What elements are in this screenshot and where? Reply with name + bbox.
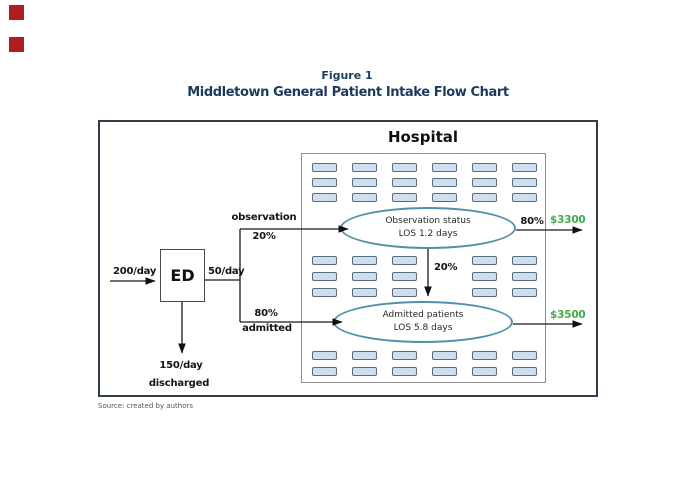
hospital-bed — [392, 272, 417, 281]
hospital-bed — [352, 163, 377, 172]
hospital-bed — [312, 193, 337, 202]
hospital-bed — [312, 367, 337, 376]
hospital-bed — [472, 272, 497, 281]
observation-outcome-pct: 80% — [520, 216, 544, 227]
hospital-bed — [512, 193, 537, 202]
hospital-bed — [472, 193, 497, 202]
hospital-bed — [472, 367, 497, 376]
ed-box: ED — [160, 249, 205, 302]
hospital-bed — [392, 367, 417, 376]
admitted-node-line1: Admitted patients — [382, 310, 464, 320]
hospital-bed — [352, 288, 377, 297]
inflow-label: 200/day — [113, 266, 157, 277]
hospital-bed — [352, 256, 377, 265]
admitted-patients-node: Admitted patients LOS 5.8 days — [333, 301, 513, 343]
observation-node-line2: LOS 1.2 days — [398, 229, 458, 239]
hospital-bed — [512, 256, 537, 265]
hospital-bed — [432, 367, 457, 376]
outflow-label: 50/day — [208, 266, 245, 277]
hospital-bed — [512, 272, 537, 281]
red-marker-top — [9, 5, 24, 20]
hospital-bed — [352, 193, 377, 202]
hospital-bed — [312, 272, 337, 281]
hospital-label: Hospital — [387, 128, 459, 146]
hospital-bed — [312, 163, 337, 172]
hospital-bed — [392, 256, 417, 265]
hospital-bed — [392, 288, 417, 297]
hospital-bed — [472, 351, 497, 360]
hospital-bed — [512, 163, 537, 172]
hospital-bed — [472, 256, 497, 265]
hospital-bed — [392, 163, 417, 172]
hospital-bed — [352, 351, 377, 360]
hospital-bed — [472, 288, 497, 297]
hospital-bed — [312, 351, 337, 360]
hospital-bed — [392, 351, 417, 360]
discharge-rate-label: 150/day — [159, 360, 203, 371]
hospital-bed — [512, 178, 537, 187]
hospital-bed — [392, 178, 417, 187]
red-marker-bottom — [9, 37, 24, 52]
hospital-bed — [432, 351, 457, 360]
hospital-bed — [312, 256, 337, 265]
observation-status-node: Observation status LOS 1.2 days — [340, 207, 516, 249]
source-note: Source: created by authors — [98, 402, 194, 410]
observation-revenue: $3300 — [550, 214, 586, 226]
hospital-bed — [312, 288, 337, 297]
transfer-pct-label: 20% — [434, 262, 458, 273]
figure-title: Middletown General Patient Intake Flow C… — [187, 85, 509, 100]
hospital-bed — [312, 178, 337, 187]
hospital-bed — [432, 178, 457, 187]
hospital-bed — [472, 163, 497, 172]
admitted-branch-pct: 80% — [254, 308, 278, 319]
hospital-bed — [512, 288, 537, 297]
hospital-bed — [512, 367, 537, 376]
admitted-node-line2: LOS 5.8 days — [393, 323, 453, 333]
admitted-revenue: $3500 — [550, 309, 586, 321]
hospital-bed — [512, 351, 537, 360]
hospital-box — [301, 153, 546, 383]
hospital-bed — [352, 178, 377, 187]
observation-branch-label: observation — [231, 212, 297, 223]
observation-branch-pct: 20% — [252, 231, 276, 242]
hospital-bed — [432, 193, 457, 202]
discharge-text-label: discharged — [148, 378, 210, 389]
figure-number: Figure 1 — [321, 69, 373, 82]
hospital-bed — [352, 272, 377, 281]
hospital-bed — [432, 163, 457, 172]
hospital-bed — [472, 178, 497, 187]
observation-node-line1: Observation status — [385, 216, 471, 226]
admitted-branch-label: admitted — [242, 323, 292, 334]
hospital-bed — [392, 193, 417, 202]
hospital-bed — [352, 367, 377, 376]
